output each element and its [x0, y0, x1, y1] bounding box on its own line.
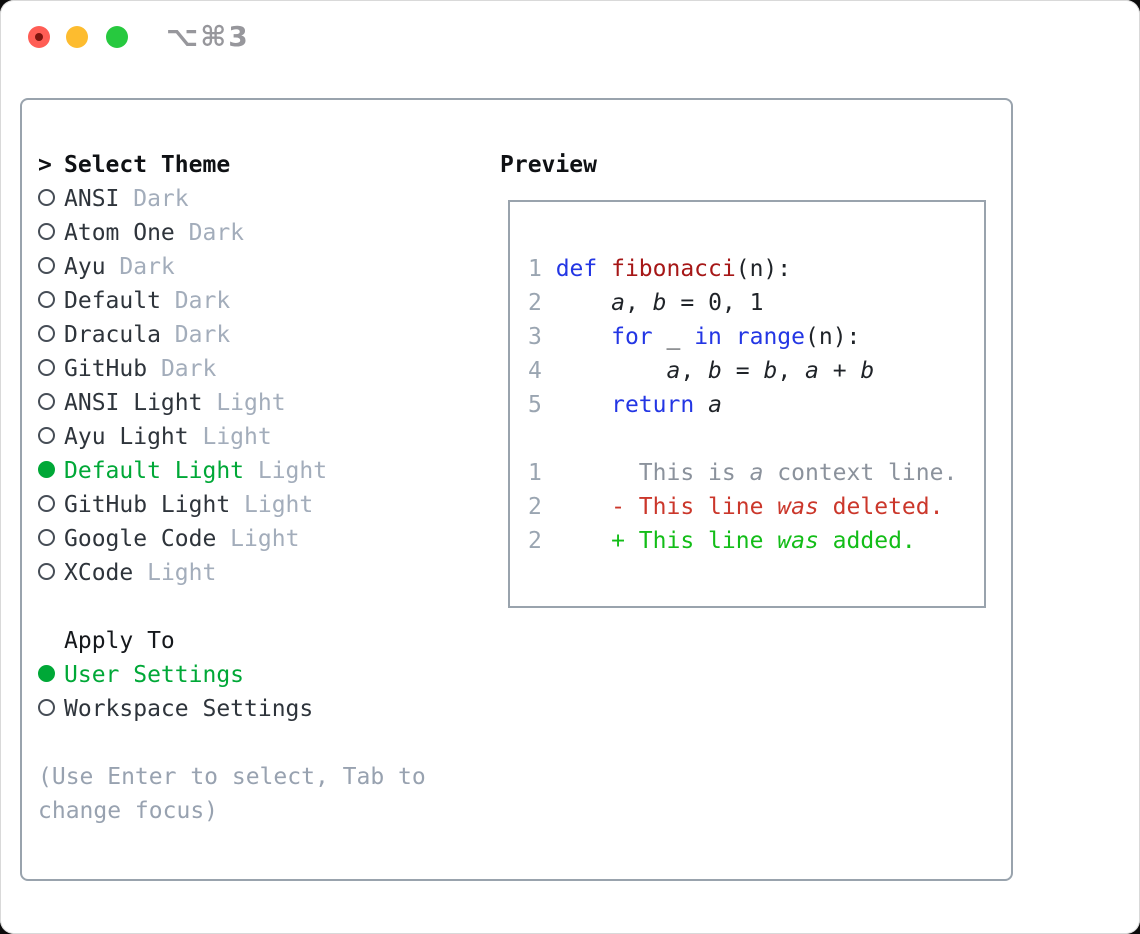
- close-button[interactable]: [28, 26, 50, 48]
- option-label: Default Light: [64, 458, 245, 484]
- option-variant-label: Light: [188, 424, 272, 450]
- theme-option-ayu-light-light[interactable]: Ayu Light Light: [38, 420, 488, 454]
- radio-icon: [38, 392, 55, 410]
- option-variant-label: Light: [244, 458, 328, 484]
- option-label: Default: [64, 288, 161, 314]
- help-text-line2: change focus): [38, 798, 219, 824]
- theme-option-github-light-light[interactable]: GitHub Light Light: [38, 488, 488, 522]
- window-shortcut-label: ⌥⌘3: [166, 20, 250, 53]
- radio-icon: [38, 188, 55, 206]
- preview-code-line: 5 return a: [528, 392, 722, 418]
- theme-option-atom-one-dark[interactable]: Atom One Dark: [38, 216, 488, 250]
- preview-code-line: 3 for _ in range(n):: [528, 324, 861, 350]
- option-label: XCode: [64, 560, 134, 586]
- minimize-button[interactable]: [66, 26, 88, 48]
- theme-option-dracula-dark[interactable]: Dracula Dark: [38, 318, 488, 352]
- radio-icon: [38, 290, 55, 308]
- radio-selected-icon: [38, 664, 55, 682]
- close-dot-icon: [35, 33, 43, 41]
- option-label: Google Code: [64, 526, 217, 552]
- radio-icon: [38, 426, 55, 444]
- spacer: [38, 590, 488, 624]
- preview-code-line: 1 def fibonacci(n):: [528, 256, 792, 282]
- radio-icon: [38, 222, 55, 240]
- preview-box: 1 def fibonacci(n): 2 a, b = 0, 1 3 for _ …: [508, 200, 986, 608]
- option-variant-label: Dark: [105, 254, 175, 280]
- theme-option-xcode-light[interactable]: XCode Light: [38, 556, 488, 590]
- option-variant-label: Dark: [174, 220, 245, 246]
- option-variant-label: Dark: [119, 186, 189, 212]
- option-variant-label: Light: [230, 492, 314, 518]
- radio-icon: [38, 494, 55, 512]
- option-label: GitHub: [64, 356, 148, 382]
- option-label: Ayu: [64, 254, 106, 280]
- theme-option-default-light-light[interactable]: Default Light Light: [38, 454, 488, 488]
- option-label: Dracula: [64, 322, 161, 348]
- option-variant-label: Dark: [147, 356, 217, 382]
- preview-code-line: 1 This is a context line.: [528, 460, 958, 486]
- select-theme-header: > Select Theme: [38, 148, 488, 182]
- option-label: Workspace Settings: [64, 696, 314, 722]
- apply-option-user-settings[interactable]: User Settings: [38, 658, 488, 692]
- option-variant-label: Light: [202, 390, 286, 416]
- option-label: Ayu Light: [64, 424, 189, 450]
- option-variant-label: Dark: [160, 322, 231, 348]
- spacer: [38, 726, 488, 760]
- theme-option-google-code-light[interactable]: Google Code Light: [38, 522, 488, 556]
- radio-icon: [38, 698, 55, 716]
- option-label: GitHub Light: [64, 492, 231, 518]
- apply-to-header-label: Apply To: [64, 628, 175, 654]
- preview-code-line: [528, 218, 984, 252]
- focus-caret-icon: >: [38, 152, 52, 178]
- preview-code-line: 2 - This line was deleted.: [528, 494, 944, 520]
- theme-option-ayu-dark[interactable]: Ayu Dark: [38, 250, 488, 284]
- preview-header-label: Preview: [500, 152, 597, 178]
- theme-option-ansi-light-light[interactable]: ANSI Light Light: [38, 386, 488, 420]
- option-label: User Settings: [64, 662, 245, 688]
- apply-option-workspace-settings[interactable]: Workspace Settings: [38, 692, 488, 726]
- option-label: ANSI Light: [64, 390, 203, 416]
- preview-code-line: 2 + This line was added.: [528, 528, 916, 554]
- help-text-line1: (Use Enter to select, Tab to: [38, 764, 426, 790]
- preview-code-line: 2 a, b = 0, 1: [528, 290, 764, 316]
- radio-icon: [38, 324, 55, 342]
- apply-to-header: Apply To: [38, 624, 488, 658]
- radio-selected-icon: [38, 460, 55, 478]
- option-label: Atom One: [64, 220, 175, 246]
- radio-icon: [38, 358, 55, 376]
- preview-code-line: [528, 422, 984, 456]
- preview-code-line: 4 a, b = b, a + b: [528, 358, 875, 384]
- zoom-button[interactable]: [106, 26, 128, 48]
- theme-option-default-dark[interactable]: Default Dark: [38, 284, 488, 318]
- option-variant-label: Light: [216, 526, 300, 552]
- preview-code: 1 def fibonacci(n): 2 a, b = 0, 1 3 for _ …: [510, 202, 984, 558]
- radio-icon: [38, 256, 55, 274]
- option-variant-label: Dark: [160, 288, 231, 314]
- theme-option-ansi-dark[interactable]: ANSI Dark: [38, 182, 488, 216]
- theme-option-github-dark[interactable]: GitHub Dark: [38, 352, 488, 386]
- option-variant-label: Light: [133, 560, 217, 586]
- radio-icon: [38, 562, 55, 580]
- select-theme-header-label: Select Theme: [64, 152, 231, 178]
- radio-icon: [38, 528, 55, 546]
- option-label: ANSI: [64, 186, 120, 212]
- titlebar: ⌥⌘3: [0, 0, 1140, 74]
